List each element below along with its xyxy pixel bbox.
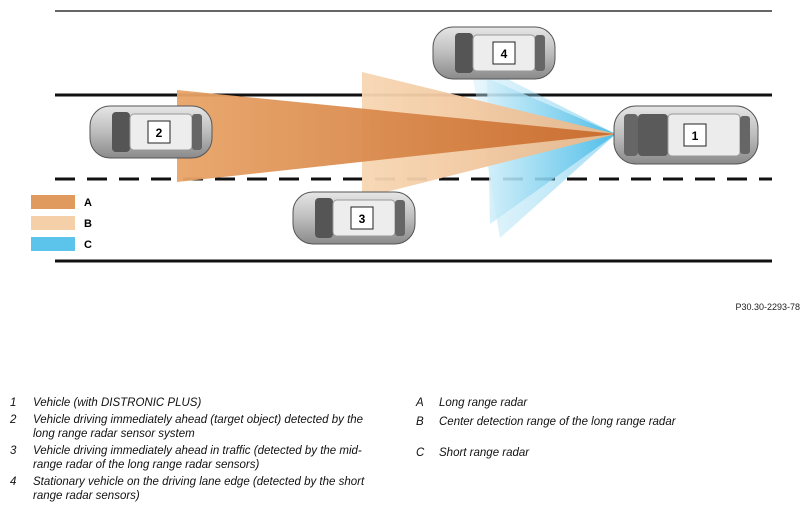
legend-text: Short range radar xyxy=(439,447,530,459)
radar-legend: A Long range radar B Center detection ra… xyxy=(416,396,806,465)
legend-text: Vehicle driving immediately ahead (targe… xyxy=(33,414,364,440)
key-swatch-c xyxy=(31,237,75,251)
legend-key: C xyxy=(416,447,425,459)
legend-item-2: 2 Vehicle driving immediately ahead (tar… xyxy=(10,413,380,441)
legend-item-b: B Center detection range of the long ran… xyxy=(416,415,806,429)
vehicle-2-number: 2 xyxy=(156,126,163,140)
legend-key: 1 xyxy=(10,397,17,409)
long-range-beam xyxy=(177,90,616,182)
legend-key: 3 xyxy=(10,445,17,457)
legend-text: Stationary vehicle on the driving lane e… xyxy=(33,476,365,502)
legend-key: A xyxy=(416,397,424,409)
key-label-b: B xyxy=(84,218,92,230)
legend-item-a: A Long range radar xyxy=(416,396,806,410)
key-swatch-a xyxy=(31,195,75,209)
legend-item-3: 3 Vehicle driving immediately ahead in t… xyxy=(10,444,380,472)
vehicle-1: 1 xyxy=(613,105,759,165)
figure-reference: P30.30-2293-78 xyxy=(735,302,800,312)
legend-text: Long range radar xyxy=(439,397,528,409)
legend-item-4: 4 Stationary vehicle on the driving lane… xyxy=(10,475,380,503)
legend-item-c: C Short range radar xyxy=(416,446,806,460)
legend-key: 4 xyxy=(10,476,17,488)
key-label-c: C xyxy=(84,239,92,251)
vehicle-4-number: 4 xyxy=(501,47,508,61)
vehicle-3: 3 xyxy=(292,191,416,245)
legend-text: Center detection range of the long range… xyxy=(439,416,676,428)
radar-diagram: 2 3 4 1 A B C xyxy=(31,10,772,263)
legend-item-1: 1 Vehicle (with DISTRONIC PLUS) xyxy=(10,396,380,410)
key-label-a: A xyxy=(84,197,92,209)
key-swatch-b xyxy=(31,216,75,230)
legend-text: Vehicle (with DISTRONIC PLUS) xyxy=(33,397,202,409)
vehicle-2: 2 xyxy=(89,105,213,159)
vehicle-4: 4 xyxy=(432,26,556,80)
color-key: A B C xyxy=(31,195,92,251)
legend-key: B xyxy=(416,416,424,428)
legend-text: Vehicle driving immediately ahead in tra… xyxy=(33,445,362,471)
vehicle-3-number: 3 xyxy=(359,212,366,226)
legend-key: 2 xyxy=(10,414,17,426)
vehicle-legend: 1 Vehicle (with DISTRONIC PLUS) 2 Vehicl… xyxy=(10,396,380,506)
vehicle-1-number: 1 xyxy=(692,129,699,143)
